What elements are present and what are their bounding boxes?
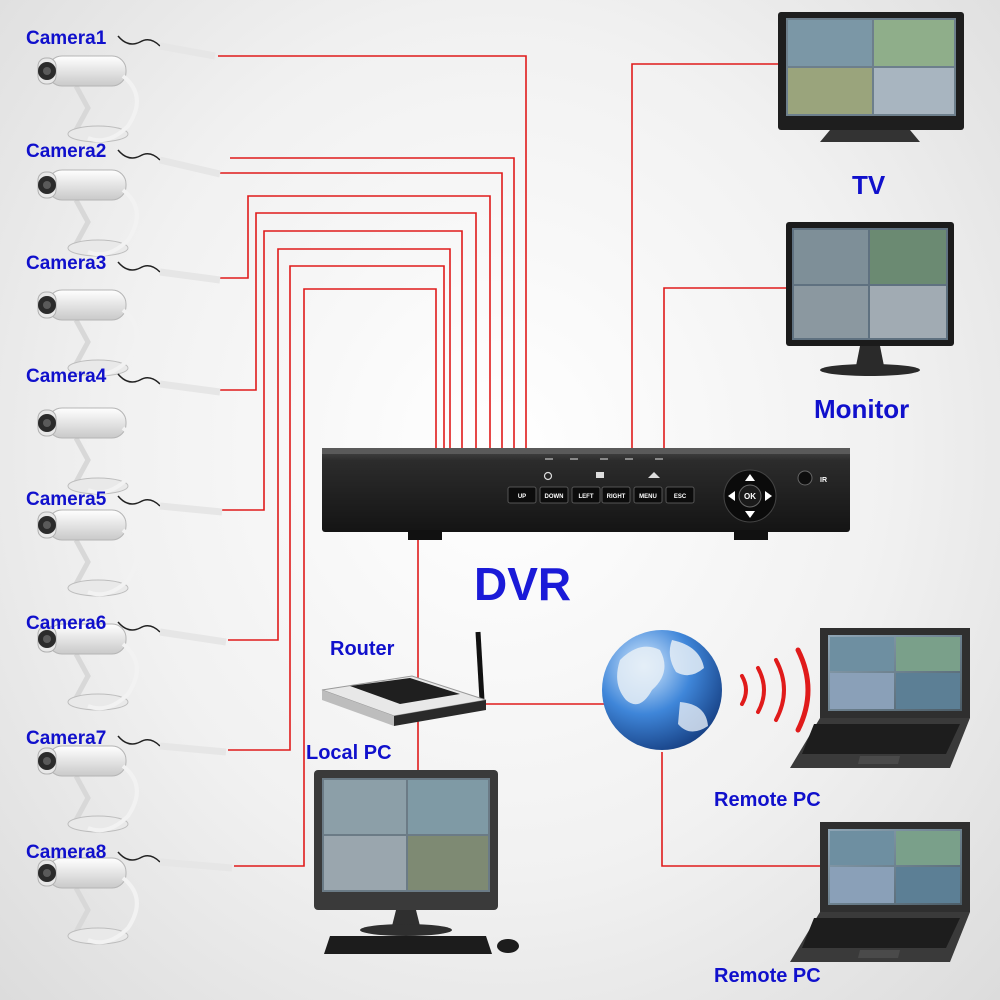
camera-icon — [38, 290, 137, 376]
camera-4 — [38, 373, 221, 494]
wire-camera2 — [230, 157, 515, 450]
wire-camera5 — [222, 230, 463, 511]
ir-sensor-icon — [797, 470, 813, 486]
camera-icon — [38, 858, 137, 944]
dvr-ok-label: OK — [744, 492, 756, 501]
camera-label-5: Camera5 — [26, 489, 107, 510]
dvr-ok-button[interactable] — [738, 484, 762, 508]
wire-monitor — [663, 287, 788, 450]
camera-label-1: Camera1 — [26, 28, 107, 49]
dvr-dpad: OK — [723, 469, 777, 523]
dvr-right-label: RIGHT — [607, 494, 626, 500]
dvr-right-button[interactable] — [601, 486, 631, 504]
dvr-menu-button[interactable] — [633, 486, 663, 504]
power-icon — [543, 471, 553, 481]
tv-icon — [778, 12, 964, 142]
camera-label-4: Camera4 — [26, 366, 107, 387]
camera-label-7: Camera7 — [26, 728, 106, 749]
dpad-right-icon — [765, 491, 772, 501]
camera-5 — [38, 495, 223, 596]
laptop-icon — [790, 628, 970, 768]
camera-label-6: Camera6 — [26, 613, 106, 634]
camera-label-8: Camera8 — [26, 842, 106, 863]
camera-label-3: Camera3 — [26, 253, 106, 274]
dpad-up-icon — [745, 474, 755, 481]
dpad-down-icon — [745, 511, 755, 518]
camera-icon — [38, 170, 137, 256]
camera-7 — [38, 735, 227, 832]
camera-wires — [218, 55, 527, 867]
monitor-icon — [786, 222, 954, 376]
router-label: Router — [330, 638, 395, 660]
camera-icon — [38, 624, 137, 710]
tv-label: TV — [852, 170, 886, 200]
dvr-left-button[interactable] — [571, 486, 601, 504]
record-icon — [596, 472, 604, 478]
network-icon — [648, 472, 660, 478]
wire-camera2b — [220, 172, 503, 450]
dvr-esc-button[interactable] — [665, 486, 695, 504]
wire-camera4 — [220, 212, 477, 450]
wire-remote-pc-2 — [661, 752, 850, 867]
camera-icon — [38, 408, 137, 494]
camera-icon — [38, 746, 137, 832]
dvr-button-row: UP DOWN LEFT RIGHT MENU ESC — [507, 486, 695, 504]
wire-camera1 — [218, 55, 527, 450]
wire-camera8 — [234, 288, 437, 867]
wire-camera3 — [220, 195, 491, 450]
dvr-esc-label: ESC — [674, 494, 687, 500]
dvr-down-label: DOWN — [545, 494, 564, 500]
dpad-left-icon — [728, 491, 735, 501]
dvr-label: DVR — [474, 558, 571, 610]
globe-icon — [602, 630, 722, 750]
laptop-icon — [790, 822, 970, 962]
camera-icon — [38, 56, 137, 142]
dvr-down-button[interactable] — [539, 486, 569, 504]
wire-tv — [631, 63, 778, 450]
desktop-pc-icon — [314, 770, 519, 954]
wire-camera6 — [228, 248, 451, 641]
camera-3 — [38, 261, 221, 376]
camera-8 — [38, 851, 233, 944]
camera-label-2: Camera2 — [26, 141, 106, 162]
wire-camera7 — [228, 265, 445, 751]
dvr-menu-label: MENU — [639, 494, 657, 500]
monitor-label: Monitor — [814, 394, 909, 424]
camera-6 — [38, 622, 227, 710]
remote-pc-label-1: Remote PC — [714, 789, 821, 811]
dvr-left-label: LEFT — [579, 494, 594, 500]
camera-1 — [38, 35, 216, 142]
router-icon — [321, 631, 487, 726]
dvr-up-label: UP — [518, 494, 526, 500]
ir-label: IR — [820, 477, 827, 484]
wireless-signal-icon — [740, 647, 811, 733]
local-pc-label: Local PC — [306, 742, 392, 764]
dvr-up-button[interactable] — [507, 486, 537, 504]
output-wires — [417, 63, 850, 867]
camera-2 — [38, 149, 221, 256]
camera-icon — [38, 510, 137, 596]
remote-pc-label-2: Remote PC — [714, 965, 821, 987]
